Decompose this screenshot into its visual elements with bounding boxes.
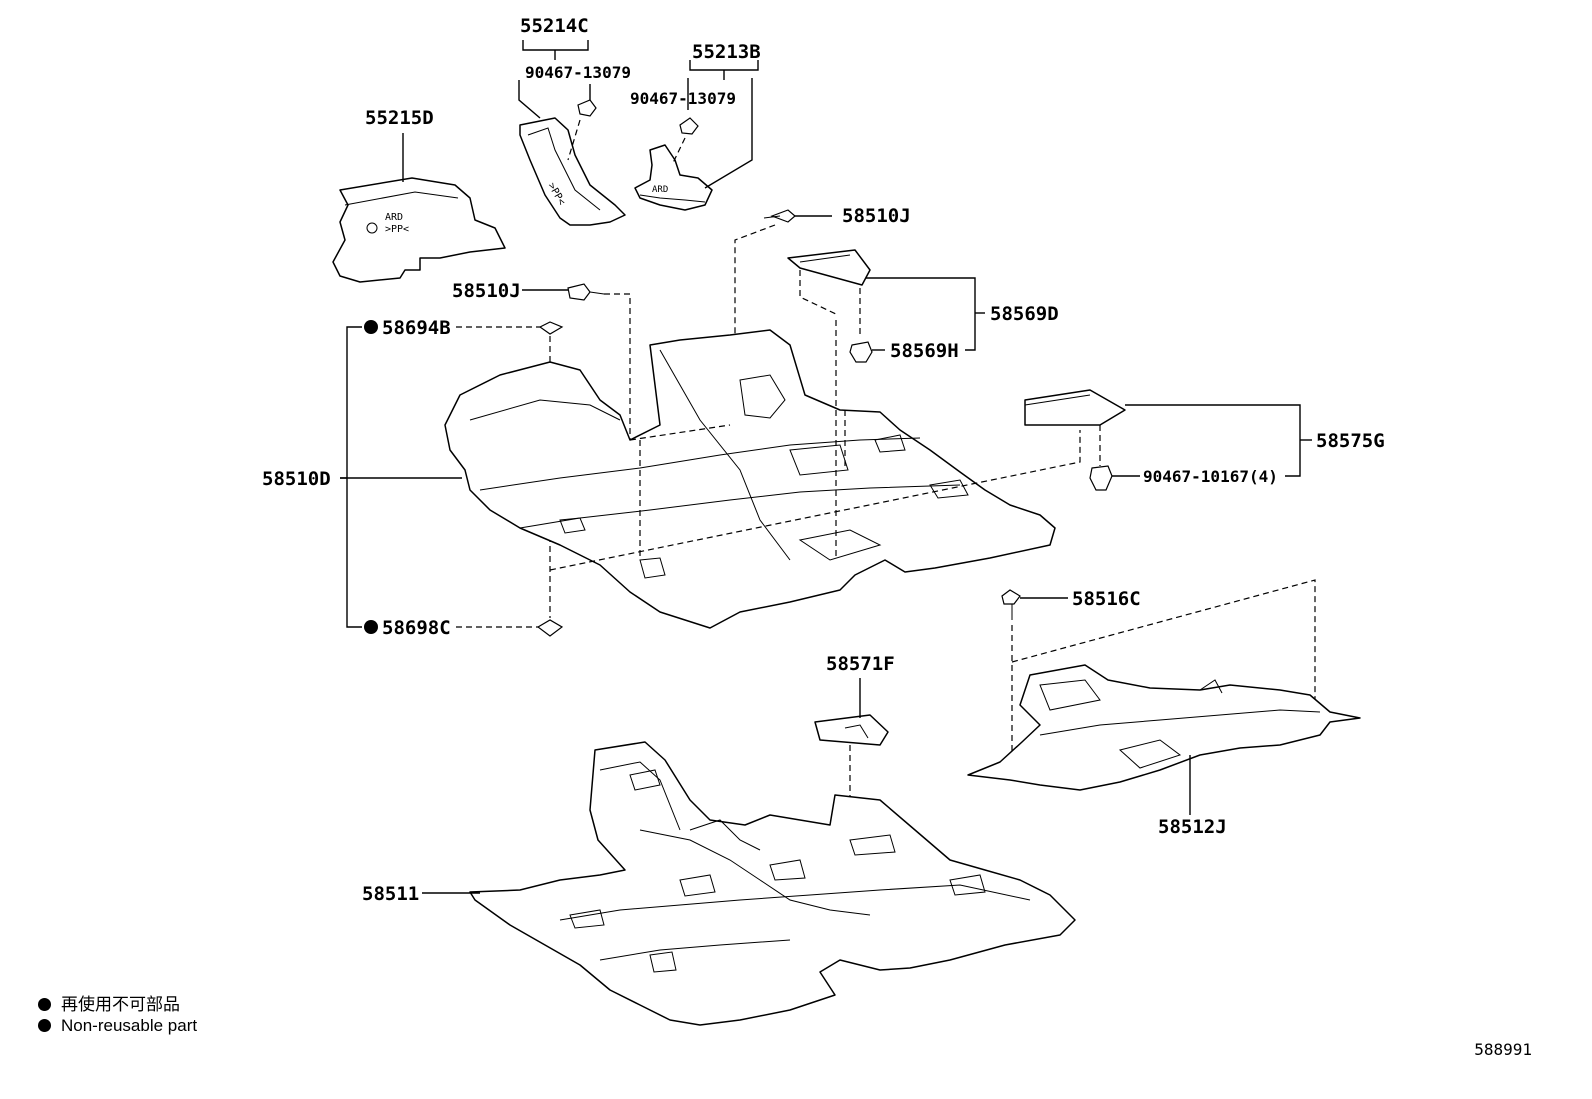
label-58510j-middle: 58510J: [452, 280, 521, 302]
non-reusable-dot-58698c: [364, 620, 378, 634]
label-55215d: 55215D: [365, 107, 434, 129]
non-reusable-dot-58694b: [364, 320, 378, 334]
label-58698c: 58698C: [382, 617, 451, 639]
part-58571f-drawing: [814, 714, 889, 746]
part-58516c-clip: [1001, 589, 1021, 620]
label-90467-10167: 90467-10167(4): [1143, 467, 1278, 486]
label-58694b: 58694B: [382, 317, 451, 339]
label-58516c: 58516C: [1072, 588, 1141, 610]
label-58511: 58511: [362, 883, 419, 905]
part-55214c-drawing: >PP<: [519, 117, 626, 226]
label-58510d: 58510D: [262, 468, 331, 490]
part-58512j-drawing: [967, 664, 1361, 791]
label-55214c: 55214C: [520, 15, 589, 37]
part-58510j-upper-clip: [763, 209, 796, 223]
legend-item-japanese: 再使用不可部品: [38, 990, 180, 1015]
part-58511-drawing: [469, 741, 1076, 1026]
legend-item-english: Non-reusable part: [38, 1016, 197, 1036]
part-55215d-drawing: ARD >PP<: [332, 177, 506, 283]
part-58575g-drawing: [1024, 389, 1126, 426]
part-58569d-drawing: [787, 249, 871, 286]
label-58575g: 58575G: [1316, 430, 1385, 452]
svg-text:ARD: ARD: [652, 185, 668, 195]
svg-text:ARD: ARD: [385, 212, 403, 223]
label-58569h: 58569H: [890, 340, 959, 362]
part-58569h-clip: [849, 341, 873, 363]
diagram-id: 588991: [1474, 1040, 1532, 1059]
label-90467-13079-b: 90467-13079: [630, 89, 736, 108]
legend-dot-icon: [38, 998, 51, 1011]
legend-dot-icon: [38, 1019, 51, 1032]
legend-text-japanese: 再使用不可部品: [61, 995, 180, 1014]
label-58512j: 58512J: [1158, 816, 1227, 838]
svg-text:>PP<: >PP<: [385, 224, 409, 235]
label-58510j-upper: 58510J: [842, 205, 911, 227]
part-58510d-drawing: [444, 329, 1056, 629]
label-58569d: 58569D: [990, 303, 1059, 325]
label-58571f: 58571F: [826, 653, 895, 675]
legend-text-english: Non-reusable part: [61, 1016, 198, 1035]
part-55213b-drawing: ARD: [634, 144, 713, 211]
label-55213b: 55213B: [692, 41, 761, 63]
label-90467-13079-a: 90467-13079: [525, 63, 631, 82]
part-90467-10167-clip: [1089, 465, 1113, 491]
part-58510j-middle-clip: [567, 283, 605, 301]
